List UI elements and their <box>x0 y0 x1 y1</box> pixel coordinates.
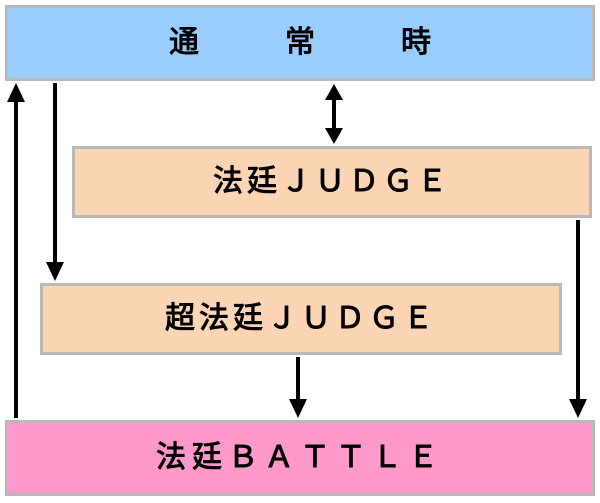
arrow-court-judge-court-battle <box>569 220 587 418</box>
court-judge-box: 法廷ＪＵＤＧＥ <box>72 146 592 218</box>
court-judge-label: 法廷ＪＵＤＧＥ <box>213 164 451 199</box>
normal-state-label: 通 常 時 <box>169 25 459 60</box>
court-battle-box: 法廷ＢＡＴＴＬＥ <box>5 420 595 496</box>
super-court-judge-box: 超法廷ＪＵＤＧＥ <box>40 283 562 355</box>
arrow-normal-super-court-judge <box>46 83 64 281</box>
arrow-normal-court-judge <box>325 84 343 144</box>
arrow-super-court-judge-court-battle <box>289 357 307 418</box>
normal-state-box: 通 常 時 <box>5 5 595 81</box>
court-battle-label: 法廷ＢＡＴＴＬＥ <box>156 440 444 475</box>
arrow-court-battle-normal <box>7 83 25 418</box>
super-court-judge-label: 超法廷ＪＵＤＧＥ <box>165 301 437 336</box>
